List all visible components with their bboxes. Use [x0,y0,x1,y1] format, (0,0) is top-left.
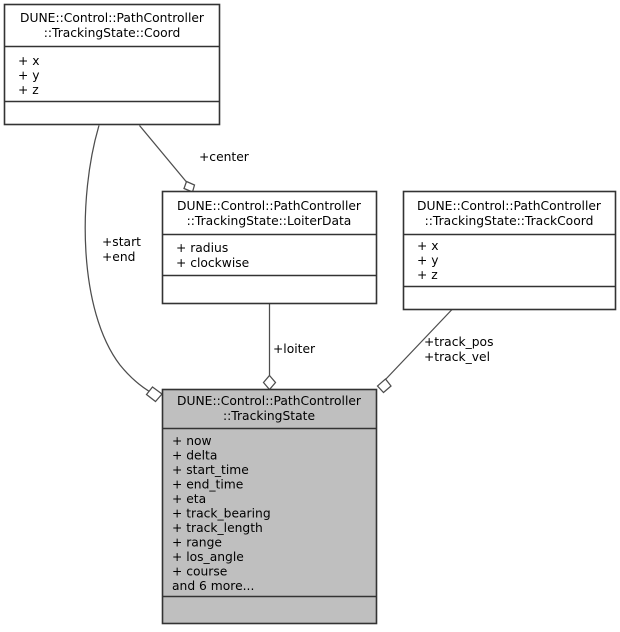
relation-loiter-label-0: +loiter [273,342,316,356]
relation-center-label-0: +center [199,150,250,164]
class-box-trackingstate-attr-6: + track_length [172,521,263,535]
relation-loiter-diamond [262,374,277,391]
relation-track: +track_pos +track_vel [376,309,493,394]
class-box-coord-attr-2: + z [18,83,39,97]
relation-start-end-line [84,125,153,394]
relation-start-end-diamond [145,386,163,403]
class-box-trackcoord-attr-0: + x [417,239,439,253]
class-box-trackingstate-attr-1: + delta [172,449,217,463]
class-box-coord-title-line1: DUNE::Control::PathController [20,11,205,25]
class-box-trackcoord-title-line1: DUNE::Control::PathController [417,199,602,213]
class-box-loiterdata-title-line1: DUNE::Control::PathController [177,199,362,213]
class-box-loiterdata[interactable]: DUNE::Control::PathController ::Tracking… [161,190,378,305]
class-box-trackingstate-attr-4: + eta [172,492,206,506]
relation-track-line [384,309,453,381]
relation-loiter: +loiter [262,303,316,391]
class-box-trackingstate-attr-0: + now [172,434,212,448]
class-box-trackingstate-attr-9: + course [172,565,227,579]
relation-center: +center [139,125,250,193]
class-box-trackingstate-attr-7: + range [172,536,222,550]
class-box-trackingstate-attr-8: + los_angle [172,550,244,564]
relation-center-diamond [183,180,196,193]
relation-start-end-label-1: +end [102,250,135,264]
class-box-trackingstate-attr-2: + start_time [172,463,249,477]
relation-start-end-label-0: +start [102,235,141,249]
class-box-coord-title-line2: ::TrackingState::Coord [44,26,181,40]
class-box-trackingstate-attr-5: + track_bearing [172,507,271,521]
class-box-loiterdata-attr-1: + clockwise [176,256,249,270]
class-box-coord-attr-1: + y [18,69,40,83]
class-box-coord-attr-0: + x [18,54,40,68]
class-box-trackcoord-title-line2: ::TrackingState::TrackCoord [425,214,594,228]
relation-center-line [139,125,187,183]
class-box-loiterdata-frame [161,190,378,305]
class-box-loiterdata-attr-0: + radius [176,241,228,255]
class-box-loiterdata-title-line2: ::TrackingState::LoiterData [187,214,352,228]
class-box-coord-frame [3,3,221,126]
relation-track-label-1: +track_vel [424,350,490,364]
class-box-trackcoord-attr-1: + y [417,254,439,268]
class-box-trackingstate-attr-10: and 6 more... [172,579,254,593]
relation-start-end: +start +end [84,125,163,403]
class-box-trackcoord[interactable]: DUNE::Control::PathController ::Tracking… [402,190,617,311]
class-box-trackcoord-attr-2: + z [417,268,438,282]
class-box-trackingstate[interactable]: DUNE::Control::PathController ::Tracking… [161,388,378,625]
class-box-trackcoord-frame [402,190,617,311]
class-box-trackingstate-title-line2: ::TrackingState [223,409,315,423]
relation-track-label-0: +track_pos [424,335,493,349]
class-box-coord[interactable]: DUNE::Control::PathController ::Tracking… [3,3,221,126]
relation-track-diamond [376,378,392,394]
class-box-trackingstate-attr-3: + end_time [172,478,243,492]
class-box-trackingstate-title-line1: DUNE::Control::PathController [177,394,362,408]
